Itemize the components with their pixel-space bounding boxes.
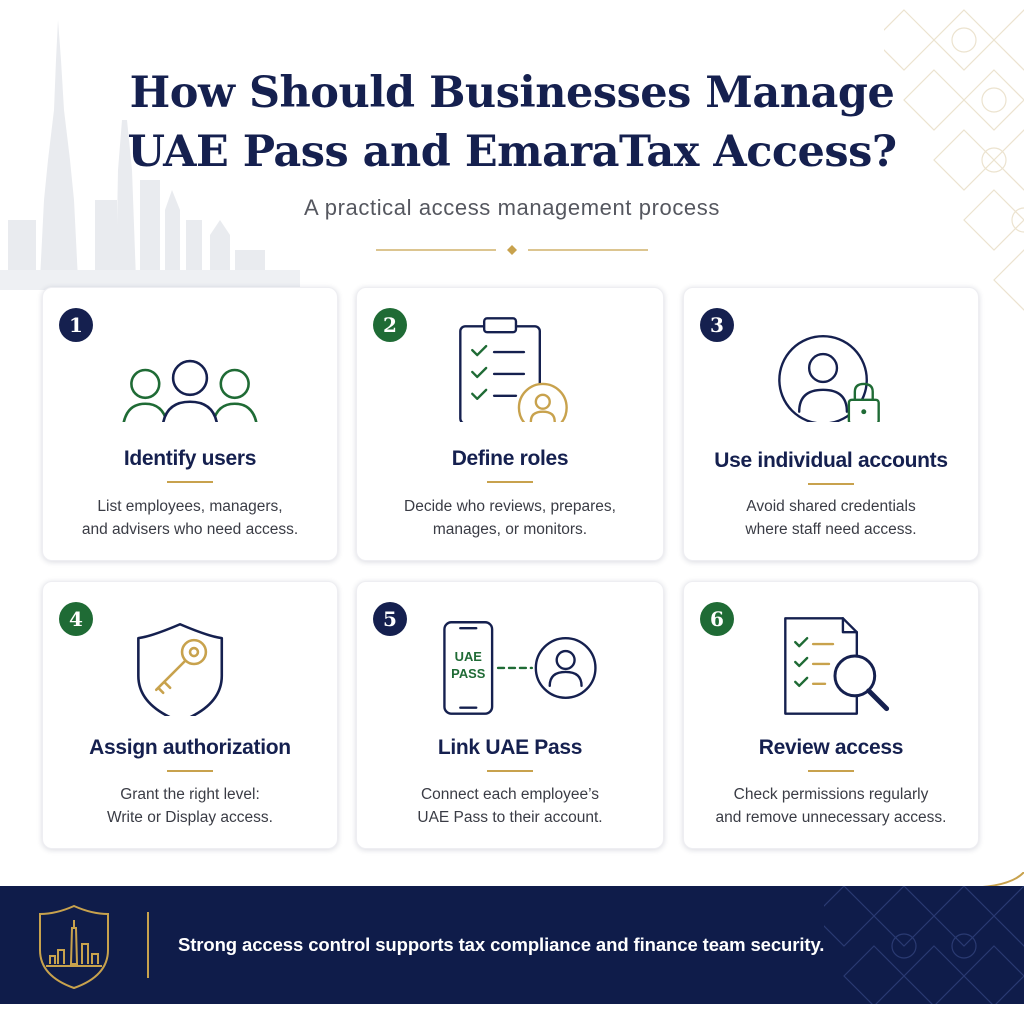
phone-link-user-icon: UAE PASS — [443, 621, 597, 715]
step-card-6: 6 Review access Check permissions regula… — [683, 581, 979, 849]
desc-line: List employees, managers, — [97, 498, 283, 515]
step-number-badge: 2 — [373, 308, 407, 342]
step-title: Identify users — [123, 447, 257, 470]
step-card-1: 1 Identify users List employees, manager… — [42, 287, 338, 561]
step-card-5: 5 UAE PASS Link UAE Pass Connect each em… — [356, 581, 664, 849]
desc-line: and remove unnecessary access. — [715, 809, 947, 826]
step-title: Assign authorization — [89, 736, 291, 759]
step-card-2: 2 Define roles Decide who reviews, prepa… — [356, 287, 664, 561]
geometric-pattern-icon — [824, 886, 1024, 1004]
step-description: Grant the right level: Write or Display … — [53, 783, 327, 829]
desc-line: Check permissions regularly — [733, 786, 929, 803]
step-number-badge: 4 — [59, 602, 93, 636]
shield-key-icon — [137, 622, 224, 716]
footer-banner: Strong access control supports tax compl… — [0, 886, 1024, 1004]
desc-line: Grant the right level: — [120, 786, 260, 803]
gold-rule — [487, 770, 533, 772]
gold-divider — [376, 245, 648, 255]
gold-rule — [487, 481, 533, 483]
skyline-background-icon — [0, 20, 300, 290]
page-subtitle: A practical access management process — [304, 195, 720, 220]
desc-line: Connect each employee’s — [420, 786, 600, 803]
step-card-3: 3 Use individual accounts Avoid shared c… — [683, 287, 979, 561]
step-title: Use individual accounts — [714, 449, 948, 472]
step-description: Connect each employee’s UAE Pass to thei… — [367, 783, 653, 829]
footer-text: Strong access control supports tax compl… — [178, 934, 825, 955]
geometric-pattern-icon — [884, 9, 1024, 311]
step-description: List employees, managers, and advisers w… — [53, 495, 327, 541]
gold-rule — [808, 483, 854, 485]
step-number-badge: 5 — [373, 602, 407, 636]
bottom-margin — [0, 1004, 1024, 1024]
step-description: Check permissions regularly and remove u… — [694, 783, 968, 829]
shield-skyline-logo-icon — [39, 904, 109, 990]
page-title: How Should Businesses Manage UAE Pass an… — [0, 64, 1024, 182]
gold-rule — [167, 770, 213, 772]
phone-text-pass: PASS — [451, 666, 486, 681]
step-number-badge: 3 — [700, 308, 734, 342]
user-lock-icon — [778, 335, 880, 422]
desc-line: where staff need access. — [745, 521, 917, 538]
desc-line: manages, or monitors. — [432, 521, 588, 538]
clipboard-checklist-icon — [459, 317, 568, 422]
desc-line: Write or Display access. — [107, 809, 273, 826]
step-description: Decide who reviews, prepares, manages, o… — [367, 495, 653, 541]
step-title: Review access — [758, 736, 904, 759]
desc-line: UAE Pass to their account. — [417, 809, 603, 826]
step-number-badge: 1 — [59, 308, 93, 342]
title-line-2: UAE Pass and EmaraTax Access? — [127, 127, 897, 177]
footer-divider — [147, 912, 149, 978]
step-card-4: 4 Assign authorization Grant the right l… — [42, 581, 338, 849]
desc-line: Avoid shared credentials — [746, 498, 916, 515]
step-number-badge: 6 — [700, 602, 734, 636]
phone-text-uae: UAE — [455, 649, 483, 664]
step-description: Avoid shared credentials where staff nee… — [694, 495, 968, 541]
users-group-icon — [122, 359, 258, 422]
gold-rule — [167, 481, 213, 483]
title-line-1: How Should Businesses Manage — [129, 68, 895, 118]
desc-line: Decide who reviews, prepares, — [404, 498, 616, 515]
desc-line: and advisers who need access. — [81, 521, 299, 538]
step-title: Define roles — [451, 447, 569, 470]
gold-rule — [808, 770, 854, 772]
step-title: Link UAE Pass — [437, 736, 583, 759]
document-magnifier-icon — [784, 617, 890, 715]
